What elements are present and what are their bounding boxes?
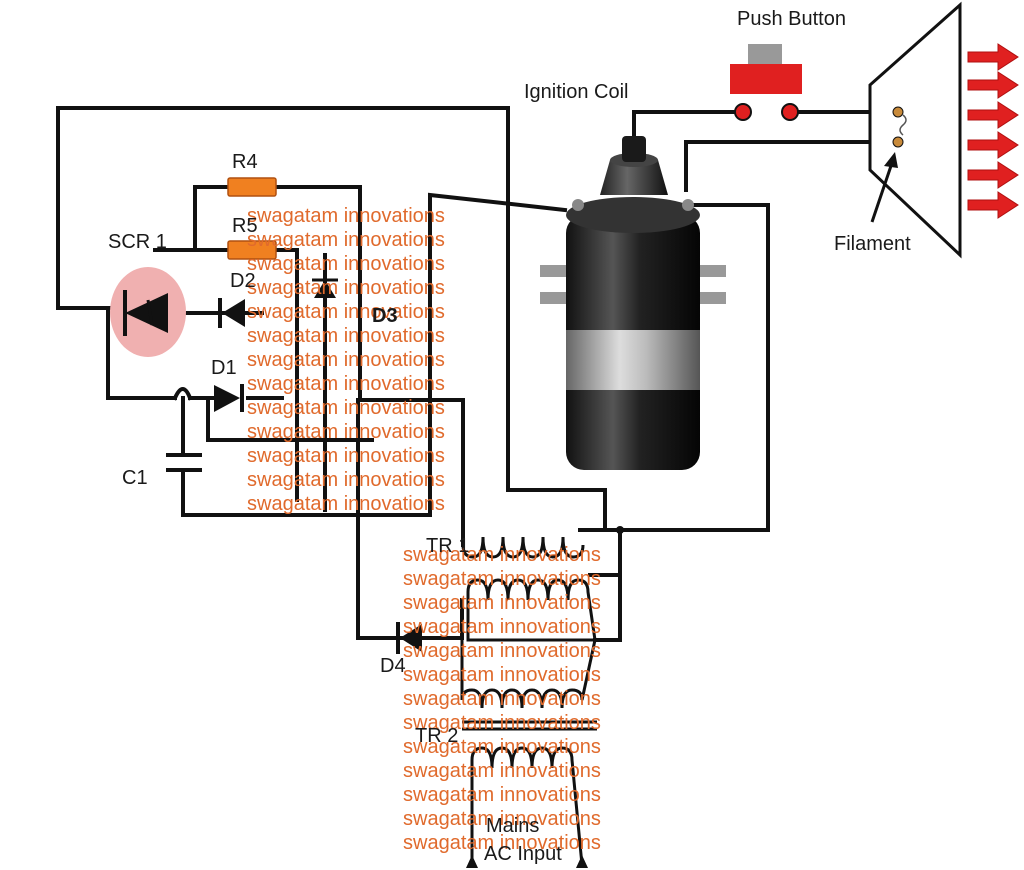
svg-text:swagatam innovations: swagatam innovations: [247, 229, 445, 251]
svg-text:swagatam innovations: swagatam innovations: [247, 277, 445, 299]
svg-text:swagatam innovations: swagatam innovations: [403, 760, 601, 782]
svg-text:swagatam innovations: swagatam innovations: [247, 445, 445, 467]
wire-crossover: [172, 387, 193, 401]
label-d3: D3: [372, 305, 398, 327]
ignition-coil: [540, 136, 726, 470]
svg-text:swagatam innovations: swagatam innovations: [247, 469, 445, 491]
label-tr1: TR 1: [426, 535, 469, 557]
svg-text:swagatam innovations: swagatam innovations: [403, 568, 601, 590]
wiring: [56, 106, 900, 642]
svg-text:swagatam innovations: swagatam innovations: [247, 421, 445, 443]
svg-text:swagatam innovations: swagatam innovations: [403, 664, 601, 686]
label-r4: R4: [232, 151, 258, 173]
diode-d4: [396, 622, 422, 654]
scr-1: [110, 267, 186, 357]
svg-text:swagatam innovations: swagatam innovations: [403, 808, 601, 830]
label-filament: Filament: [834, 233, 911, 255]
label-tr2: TR 2: [415, 725, 458, 747]
svg-text:swagatam innovations: swagatam innovations: [403, 592, 601, 614]
svg-text:swagatam innovations: swagatam innovations: [247, 493, 445, 515]
diode-d1: [214, 384, 244, 412]
label-push-button: Push Button: [737, 8, 846, 30]
push-button-switch: [730, 44, 802, 121]
svg-text:swagatam innovations: swagatam innovations: [403, 640, 601, 662]
svg-text:swagatam innovations: swagatam innovations: [403, 784, 601, 806]
svg-text:swagatam innovations: swagatam innovations: [247, 205, 445, 227]
svg-text:swagatam innovations: swagatam innovations: [247, 301, 445, 323]
label-mains: Mains: [486, 815, 539, 837]
diode-d2: [218, 298, 245, 328]
svg-text:swagatam innovations: swagatam innovations: [247, 253, 445, 275]
label-d1: D1: [211, 357, 237, 379]
heat-arrows: [967, 43, 1019, 219]
resistor-r5: [227, 240, 277, 260]
svg-text:swagatam innovations: swagatam innovations: [247, 325, 445, 347]
svg-text:swagatam innovations: swagatam innovations: [403, 712, 601, 734]
svg-text:swagatam innovations: swagatam innovations: [403, 688, 601, 710]
transformer-tr2: [460, 639, 597, 868]
svg-text:swagatam innovations: swagatam innovations: [403, 736, 601, 758]
junction-dot: [616, 526, 624, 534]
resistor-r4: [227, 177, 277, 197]
svg-text:swagatam innovations: swagatam innovations: [403, 832, 601, 854]
watermark-upper: swagatam innovations swagatam innovation…: [247, 205, 445, 515]
lamp-filament: [868, 1, 962, 259]
label-d4: D4: [380, 655, 406, 677]
svg-text:swagatam innovations: swagatam innovations: [403, 544, 601, 566]
svg-text:swagatam innovations: swagatam innovations: [247, 373, 445, 395]
transformer-tr1: [461, 536, 597, 642]
diode-d3: [312, 278, 338, 298]
label-d2: D2: [230, 270, 256, 292]
svg-text:swagatam innovations: swagatam innovations: [247, 349, 445, 371]
svg-text:swagatam innovations: swagatam innovations: [247, 397, 445, 419]
label-c1: C1: [122, 467, 148, 489]
svg-text:swagatam innovations: swagatam innovations: [403, 616, 601, 638]
label-ignition-coil: Ignition Coil: [524, 81, 629, 103]
label-ac-input: AC Input: [484, 843, 562, 865]
label-scr1: SCR 1: [108, 231, 167, 253]
label-r5: R5: [232, 215, 258, 237]
watermark-lower: swagatam innovations swagatam innovation…: [403, 544, 601, 854]
